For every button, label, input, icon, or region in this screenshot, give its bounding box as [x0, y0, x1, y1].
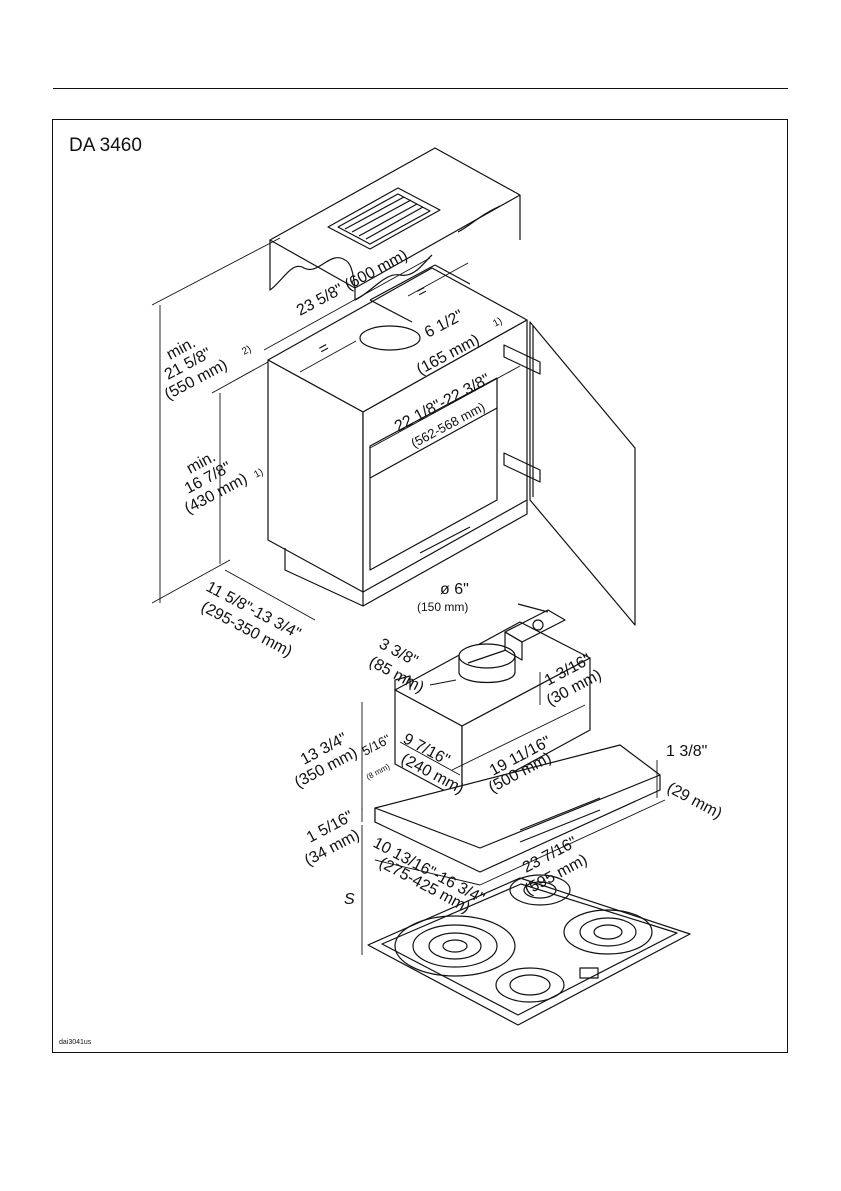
vent-grille [327, 187, 441, 250]
control-box [504, 603, 566, 661]
label-clearance: S [344, 891, 355, 908]
label-duct-diameter: ø 6" [440, 581, 469, 598]
drawing-code: dai3041us [59, 1039, 92, 1046]
label-panel-thickness-mm: (29 mm) [664, 780, 725, 823]
label-duct-diameter-mm: (150 mm) [417, 600, 468, 614]
hood-visor [374, 744, 661, 873]
cabinet-door [503, 321, 636, 626]
duct-cutout-ellipse [359, 264, 471, 351]
drawing-frame [52, 119, 788, 1053]
dimension-lines-cabinet [151, 237, 521, 621]
dimension-lines-hood [361, 672, 666, 955]
header-rule [53, 88, 788, 89]
label-min-height-note: 2) [240, 344, 253, 358]
hood-body [394, 621, 591, 801]
wall-cabinet [267, 267, 528, 607]
label-lip-mm: (8 mm) [365, 762, 392, 782]
label-lip: 5/16" [359, 731, 393, 758]
label-panel-thickness: 1 3/8" [666, 743, 707, 760]
label-inner-min-note: 1) [252, 467, 265, 481]
model-title: DA 3460 [69, 135, 142, 156]
cooktop [367, 874, 691, 1026]
